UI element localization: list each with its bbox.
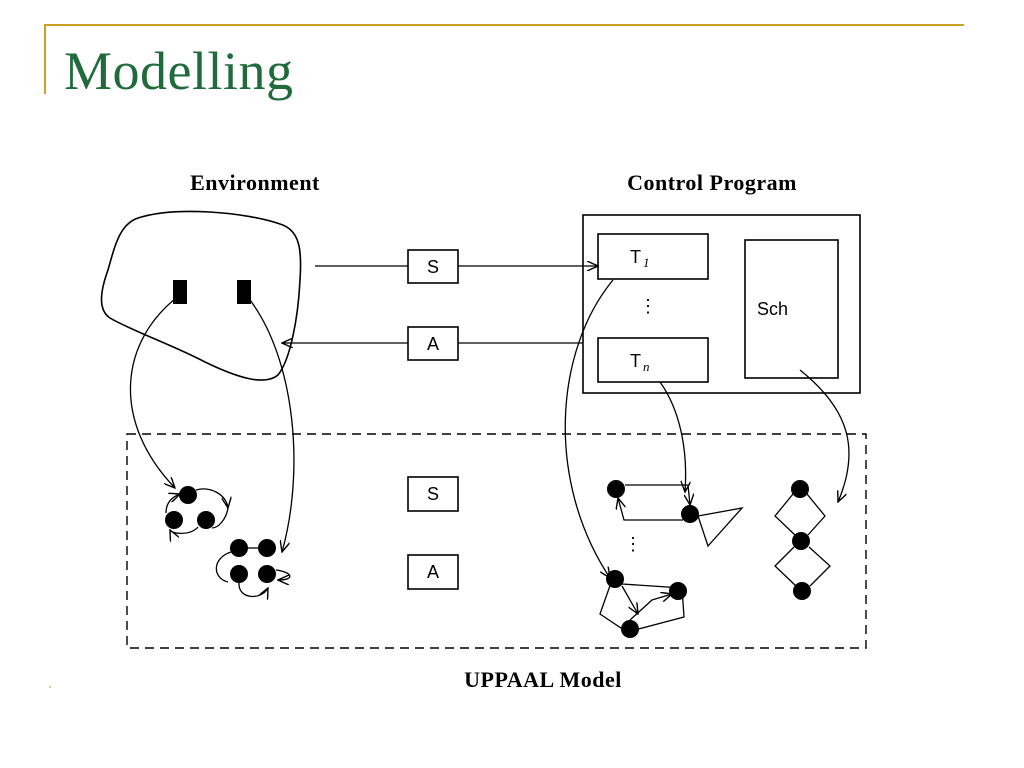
mapping-arrow-scheduler <box>799 369 850 502</box>
uppaal-model-box <box>126 433 867 649</box>
actuator-box-model <box>407 554 459 590</box>
uppaal-model-heading: UPPAAL Model <box>464 667 622 692</box>
task-last-automaton <box>607 480 744 548</box>
task-first-automaton <box>599 570 687 638</box>
mapping-arrow-env-right <box>249 299 295 552</box>
environment-blob <box>100 210 302 381</box>
scheduler-automaton <box>774 480 831 600</box>
control-program-heading: Control Program <box>627 170 797 195</box>
task-last-box <box>597 337 709 383</box>
scheduler-label: Sch <box>757 299 788 319</box>
mapping-arrow-env-left <box>129 294 181 488</box>
title-rule-left <box>44 24 46 94</box>
title-rule-top <box>44 24 964 26</box>
task-first-subscript: 1 <box>643 255 650 270</box>
actuator-label-model: A <box>427 562 439 582</box>
environment-component-right <box>237 280 251 304</box>
sensor-label-top: S <box>427 257 439 277</box>
actuator-label-top: A <box>427 334 439 354</box>
mapping-arrow-task-first <box>564 279 614 578</box>
task-last-label: T <box>630 351 641 371</box>
mapping-arrow-task-last <box>659 381 686 492</box>
slide-title: Modelling <box>64 41 294 101</box>
environment-automaton-a <box>165 486 228 533</box>
automaton-ellipsis: ⋮ <box>624 534 642 554</box>
task-first-label: T <box>630 247 641 267</box>
task-last-subscript: n <box>643 359 650 374</box>
environment-component-left <box>173 280 187 304</box>
sensor-box-model <box>407 476 459 512</box>
task-ellipsis: ⋮ <box>639 296 657 316</box>
environment-heading: Environment <box>190 170 320 195</box>
task-first-box <box>597 233 709 280</box>
environment-automaton-b <box>215 539 291 596</box>
scheduler-box <box>744 239 839 379</box>
control-program-box <box>582 214 861 394</box>
sensor-label-model: S <box>427 484 439 504</box>
